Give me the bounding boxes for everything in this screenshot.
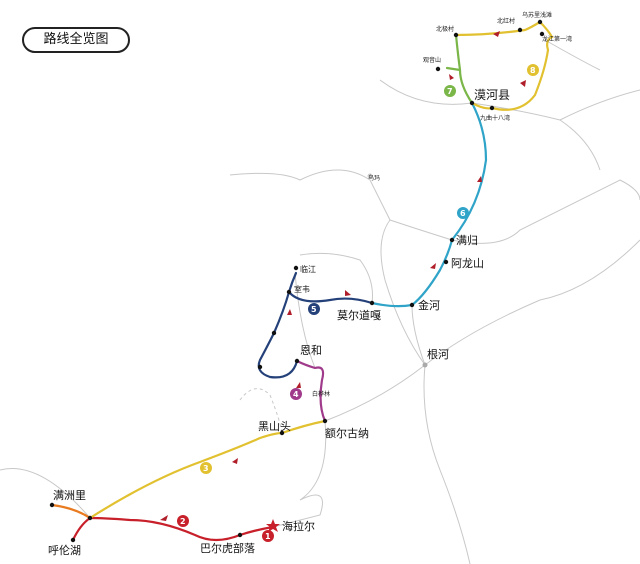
label-jiuqu: 九曲十八湾	[480, 114, 510, 122]
place-dots	[49, 19, 545, 543]
road	[423, 364, 471, 564]
route-stage-6	[370, 101, 488, 308]
route-stage-8	[454, 20, 554, 111]
label-wusuli: 乌苏里浅滩	[522, 11, 552, 19]
road	[411, 304, 426, 366]
star-icon	[266, 519, 280, 532]
stage-8-badge: 8	[530, 66, 536, 75]
arrow-icon	[160, 515, 168, 521]
label-jinhe: 金河	[418, 298, 440, 312]
route-stage-4	[295, 359, 327, 423]
stage-markers: 1 2 3 4 5 6 7 8	[177, 64, 539, 542]
label-shiwei: 室韦	[294, 284, 310, 294]
arrow-icon	[477, 176, 482, 182]
map-title: 路线全览图	[22, 27, 130, 53]
arrow-icon	[232, 458, 238, 464]
road	[544, 39, 601, 71]
label-hailaer: 海拉尔	[282, 519, 315, 533]
label-longjiang: 龙江第一湾	[542, 35, 572, 43]
label-heishantou: 黑山头	[258, 420, 291, 433]
label-baerhu: 巴尔虎部落	[200, 541, 255, 555]
direction-arrows	[160, 31, 526, 521]
label-beiji: 北极村	[436, 25, 454, 33]
stage-1-badge: 1	[265, 532, 271, 541]
label-guanyin: 观音山	[423, 56, 441, 64]
stage-6-badge: 6	[460, 209, 466, 218]
label-beihong: 北红村	[497, 17, 515, 25]
arrow-icon	[520, 80, 526, 87]
route-hulunhu-branch	[71, 516, 92, 542]
stage-5-badge: 5	[311, 305, 317, 314]
road	[389, 179, 640, 244]
arrow-icon	[493, 31, 500, 37]
road	[272, 420, 327, 528]
label-genhe: 根河	[427, 347, 449, 361]
label-mohe: 漠河县	[474, 88, 510, 102]
road	[0, 468, 91, 519]
road	[239, 388, 283, 434]
label-eerguna: 额尔古纳	[325, 427, 369, 440]
route-stage-3	[88, 419, 327, 520]
label-wuma: 乌玛	[368, 174, 380, 182]
route-manzhouli	[50, 503, 92, 520]
label-hulunhu: 呼伦湖	[48, 543, 81, 557]
stage-7-badge: 7	[447, 87, 453, 96]
label-alongshan: 阿龙山	[451, 257, 484, 270]
road	[294, 272, 316, 369]
arrow-icon	[449, 74, 454, 80]
label-linjiang: 临江	[300, 264, 316, 274]
label-moerdaoga: 莫尔道嘎	[337, 308, 381, 322]
road	[324, 239, 640, 422]
place-labels: 北极村 北红村 乌苏里浅滩 龙江第一湾 观音山 漠河县 九曲十八湾 乌玛 满归 …	[48, 11, 572, 557]
stage-3-badge: 3	[203, 464, 209, 473]
label-baihualin: 白桦林	[312, 390, 330, 398]
road	[299, 252, 373, 304]
route-stage-5	[257, 271, 374, 379]
arrow-icon	[296, 382, 301, 388]
road	[229, 169, 426, 366]
roads	[0, 39, 640, 564]
stage-4-badge: 4	[293, 390, 299, 399]
arrow-icon	[345, 290, 351, 296]
stage-2-badge: 2	[180, 517, 186, 526]
label-manzhouli: 满洲里	[53, 489, 86, 502]
arrow-icon	[287, 309, 292, 315]
arrow-icon	[430, 263, 436, 269]
label-enhe: 恩和	[300, 344, 322, 357]
route-stage-1-2	[88, 516, 275, 542]
label-mangui: 满归	[456, 233, 478, 247]
road	[559, 89, 640, 121]
route-stage-7	[445, 33, 474, 105]
